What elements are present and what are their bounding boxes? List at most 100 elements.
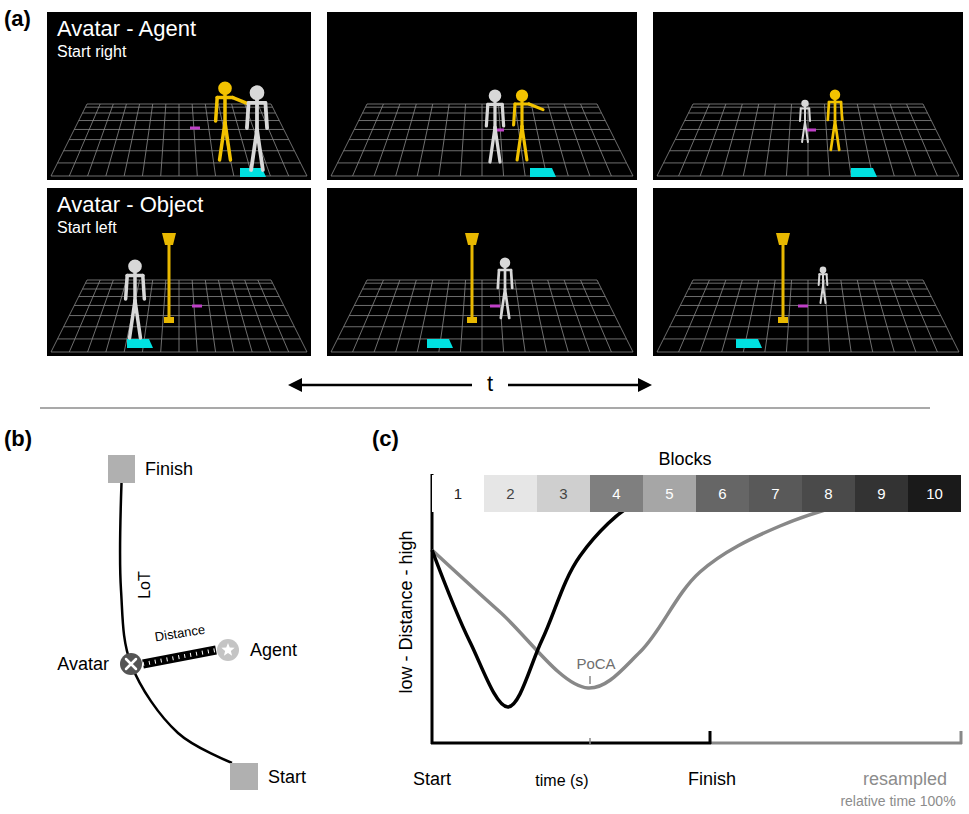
grid-line <box>722 104 743 176</box>
block-box: 9 <box>855 475 908 512</box>
grid-line <box>689 289 928 290</box>
axis-label: Finish <box>688 769 736 790</box>
annotation: PoCA <box>576 655 615 672</box>
agent-symbol <box>216 638 240 662</box>
grid-line <box>657 104 693 176</box>
scene-panel <box>47 188 311 356</box>
grid-line <box>258 280 289 352</box>
block-box: 6 <box>696 475 749 512</box>
grid-line <box>857 280 872 352</box>
avatar-symbol <box>119 652 143 676</box>
grid-line <box>923 280 959 352</box>
grid-line <box>874 104 895 176</box>
figure-limb <box>515 102 529 105</box>
marker-label: Avatar <box>57 654 109 675</box>
grid-line <box>907 280 938 352</box>
floor-grid <box>657 280 959 352</box>
distance-ruler <box>143 650 216 664</box>
figure-limb <box>233 98 249 104</box>
grid-line <box>923 104 959 176</box>
grid-line <box>359 296 606 297</box>
grid-line <box>482 280 483 352</box>
grid-line <box>581 104 612 176</box>
arrow-head <box>638 378 652 392</box>
block-box: 5 <box>643 475 696 512</box>
scene-panel <box>327 188 637 356</box>
grid-line <box>841 280 851 352</box>
grid-line <box>670 326 947 327</box>
grid-line <box>344 326 621 327</box>
block-box: 7 <box>749 475 802 512</box>
grid-line <box>657 352 959 353</box>
grid-line <box>765 104 775 176</box>
figure-limb <box>488 103 502 106</box>
x-axis <box>431 742 711 745</box>
panel-letter: (b) <box>4 426 32 451</box>
grid-line <box>689 113 928 114</box>
axis-label: low - Distance - high <box>396 530 417 693</box>
poca-tick <box>589 738 591 744</box>
figure-limb <box>265 103 267 128</box>
grid-line <box>69 315 289 316</box>
axis-label: Start <box>413 769 451 790</box>
grid-line <box>51 352 307 353</box>
block-box: 10 <box>908 475 961 512</box>
grid-line <box>890 280 916 352</box>
figure-limb <box>249 101 266 105</box>
time-arrow <box>298 384 472 387</box>
marker-disc <box>120 653 142 675</box>
grid-line <box>693 280 923 281</box>
lamp-head <box>162 233 176 245</box>
lamp-post <box>162 233 176 323</box>
block-number: 9 <box>877 485 885 502</box>
figure-limb <box>127 274 143 278</box>
grid-line <box>331 352 633 353</box>
lamp-base <box>467 317 477 323</box>
grid-line <box>124 104 139 176</box>
figure-limb <box>511 270 512 288</box>
figure-limb <box>499 269 511 272</box>
time-arrow <box>508 384 642 387</box>
lamp-head <box>465 233 479 245</box>
figure-head <box>831 91 839 99</box>
figure-limb <box>502 104 503 126</box>
block-number: 5 <box>665 485 673 502</box>
grid-line <box>700 104 726 176</box>
block-box: 3 <box>537 475 590 512</box>
lamp-post <box>465 233 479 323</box>
grid-line <box>786 104 791 176</box>
figure-limb <box>529 104 543 110</box>
grid-line <box>271 280 307 352</box>
grid-line <box>354 129 609 130</box>
grid-line <box>679 104 710 176</box>
grid-line <box>548 280 569 352</box>
stick-figure <box>498 259 512 318</box>
figure-head <box>802 101 807 106</box>
avatar-marker: Avatar <box>119 652 143 676</box>
grid-line <box>51 176 307 177</box>
scene-panel <box>653 12 963 180</box>
grid-line <box>354 305 609 306</box>
grid-line <box>271 104 307 176</box>
grid-line <box>88 104 114 176</box>
grid-line <box>564 280 590 352</box>
grid-line <box>498 104 503 176</box>
grid-line <box>907 104 938 176</box>
figure-limb <box>805 122 808 142</box>
panel-subtitle: Start right <box>57 42 301 61</box>
block-number: 2 <box>506 485 514 502</box>
grid-line <box>374 104 400 176</box>
stick-figure <box>216 83 249 160</box>
lamp-pole <box>168 245 171 323</box>
scene-panels <box>47 12 963 356</box>
scene-panel: Avatar - AgentStart right <box>47 12 311 180</box>
figure-head <box>252 87 263 98</box>
grid-line <box>142 104 152 176</box>
grid-line <box>74 129 283 130</box>
grid-line <box>685 296 932 297</box>
grid-line <box>460 104 465 176</box>
grid-line <box>69 104 100 176</box>
start-tile <box>127 339 153 348</box>
